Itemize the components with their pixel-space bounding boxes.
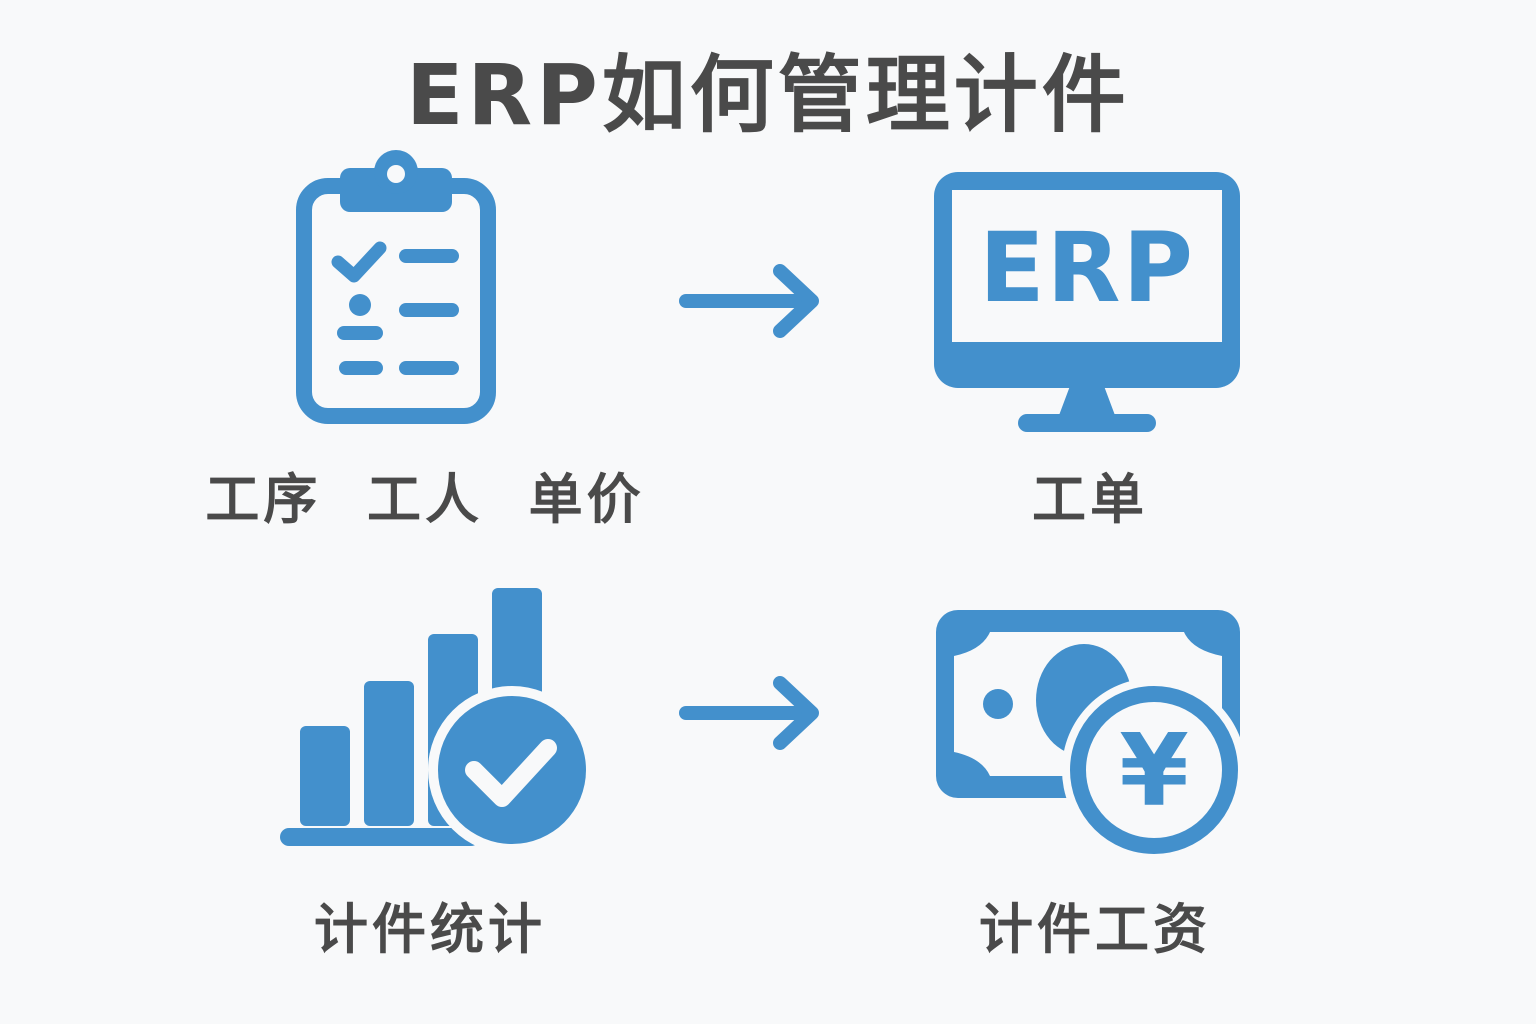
money-yuan-icon <box>936 610 1246 862</box>
arrow-right-icon <box>679 676 819 750</box>
page-title: ERP如何管理计件 <box>406 46 1130 144</box>
step-label-piece-stats: 计件统计 <box>314 898 546 961</box>
clipboard-checklist-icon <box>296 150 496 424</box>
monitor-screen-text: ERP <box>979 212 1195 324</box>
step-label-process: 工序 工人 单价 <box>205 468 645 531</box>
yuan-symbol: ¥ <box>1119 712 1189 829</box>
step-label-piece-wage: 计件工资 <box>979 898 1211 961</box>
arrow-right-icon <box>679 264 819 338</box>
erp-monitor-icon <box>934 172 1240 432</box>
step-label-work-order: 工单 <box>1032 468 1148 531</box>
bar-chart-check-icon <box>280 588 596 854</box>
